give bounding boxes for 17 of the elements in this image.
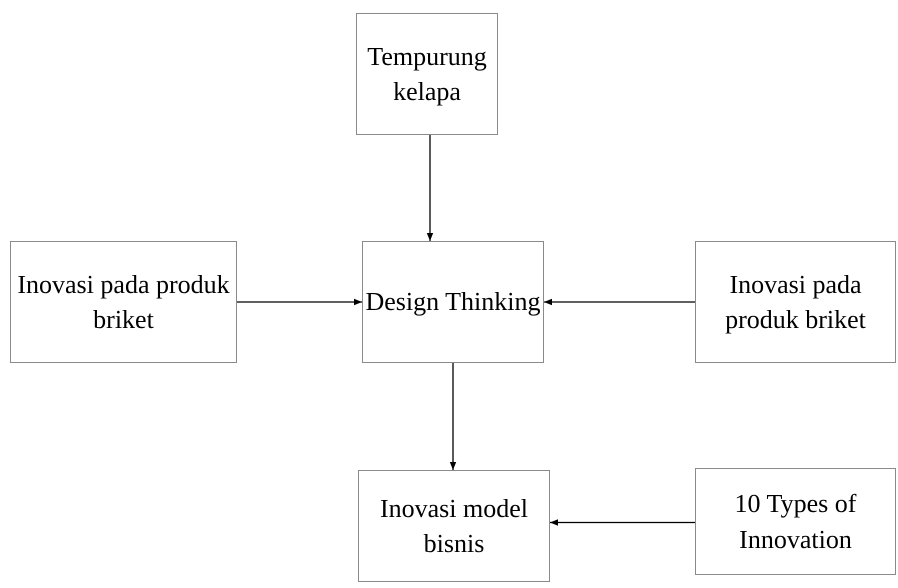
process-box: [10, 241, 237, 363]
box-label: Inovasi pada produk briket: [16, 268, 231, 336]
process-box: [356, 13, 498, 135]
process-box: [695, 241, 896, 363]
arrow: [237, 298, 362, 306]
box-label: Design Thinking: [365, 286, 541, 318]
box-label: Inovasi model bisnis: [378, 492, 530, 560]
arrow: [426, 135, 434, 241]
process-box: [362, 241, 544, 363]
box-label: Inovasi pada produk briket: [724, 268, 867, 336]
box-label: Tempurung kelapa: [366, 40, 488, 108]
arrow: [544, 298, 695, 306]
arrow: [450, 363, 456, 470]
box-label: 10 Types of Innovation: [734, 488, 858, 556]
process-box: [358, 470, 550, 582]
process-box: [695, 468, 896, 575]
arrow: [550, 519, 695, 526]
